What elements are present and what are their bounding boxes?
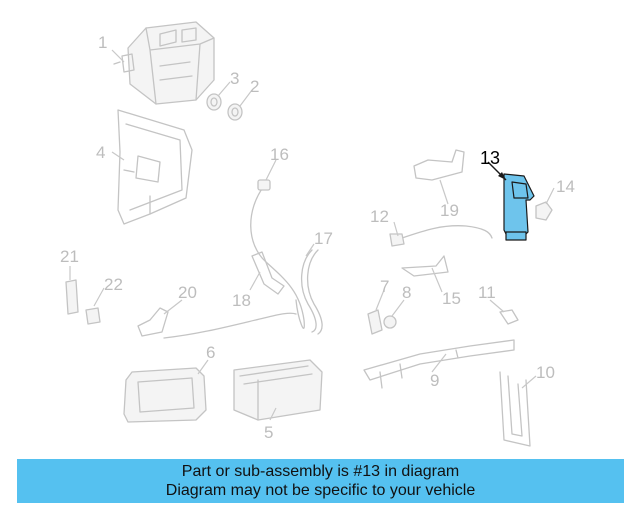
part-16-hose[interactable] <box>250 179 305 329</box>
part-15-bracket[interactable] <box>401 255 449 277</box>
callout-19[interactable]: 19 <box>440 201 459 220</box>
callout-14[interactable]: 14 <box>556 177 575 196</box>
callout-1[interactable]: 1 <box>98 33 107 52</box>
callout-leaders <box>69 49 555 421</box>
callout-10[interactable]: 10 <box>536 363 555 382</box>
part-brake-line[interactable] <box>163 312 297 339</box>
part-7-fitting[interactable] <box>367 309 383 335</box>
callout-21[interactable]: 21 <box>60 247 79 266</box>
callout-12[interactable]: 12 <box>370 207 389 226</box>
part-11-clip[interactable] <box>499 309 519 325</box>
exploded-parts-diagram: 1 2 3 4 5 6 7 8 9 10 11 12 13 14 15 16 1… <box>60 21 575 447</box>
callout-15[interactable]: 15 <box>442 289 461 308</box>
callout-6[interactable]: 6 <box>206 343 215 362</box>
callout-4[interactable]: 4 <box>96 143 105 162</box>
part-8-grommet[interactable] <box>383 315 397 329</box>
part-12-sensor-cable[interactable] <box>389 225 493 247</box>
part-14-clip[interactable] <box>535 201 553 221</box>
callout-11[interactable]: 11 <box>478 283 496 302</box>
callout-7[interactable]: 7 <box>380 277 389 296</box>
callout-8[interactable]: 8 <box>402 283 411 302</box>
part-9-rail[interactable] <box>363 339 515 389</box>
part-17-hose[interactable] <box>301 249 323 335</box>
part-1-abs-unit[interactable] <box>113 21 215 105</box>
callout-2[interactable]: 2 <box>250 77 259 96</box>
part-2-bushing[interactable] <box>227 103 243 121</box>
callout-20[interactable]: 20 <box>178 283 197 302</box>
part-20-bracket[interactable] <box>137 307 169 337</box>
part-3-bushing[interactable] <box>206 93 222 111</box>
callout-5[interactable]: 5 <box>264 423 273 442</box>
callout-18[interactable]: 18 <box>232 291 251 310</box>
part-6-control-module[interactable] <box>123 367 207 423</box>
callout-16[interactable]: 16 <box>270 145 289 164</box>
part-10-tube-bracket[interactable] <box>499 371 531 447</box>
part-13-highlighted[interactable] <box>503 173 535 241</box>
banner-line-2: Diagram may not be specific to your vehi… <box>165 482 476 499</box>
part-18-bracket[interactable] <box>251 251 285 295</box>
part-5-housing[interactable] <box>233 359 323 421</box>
callout-labels: 1 2 3 4 5 6 7 8 9 10 11 12 13 14 15 16 1… <box>60 33 575 442</box>
callout-3[interactable]: 3 <box>230 69 239 88</box>
callout-17[interactable]: 17 <box>314 229 333 248</box>
part-21-bracket[interactable] <box>65 279 79 315</box>
callout-22[interactable]: 22 <box>104 275 123 294</box>
part-4-mounting-bracket[interactable] <box>117 109 193 225</box>
part-22-fitting[interactable] <box>85 307 101 325</box>
callout-9[interactable]: 9 <box>430 371 439 390</box>
info-banner: Part or sub-assembly is #13 in diagram D… <box>17 459 624 503</box>
part-19-bracket[interactable] <box>413 149 465 181</box>
banner-line-1: Part or sub-assembly is #13 in diagram <box>181 463 460 480</box>
callout-13-highlighted[interactable]: 13 <box>480 148 500 168</box>
